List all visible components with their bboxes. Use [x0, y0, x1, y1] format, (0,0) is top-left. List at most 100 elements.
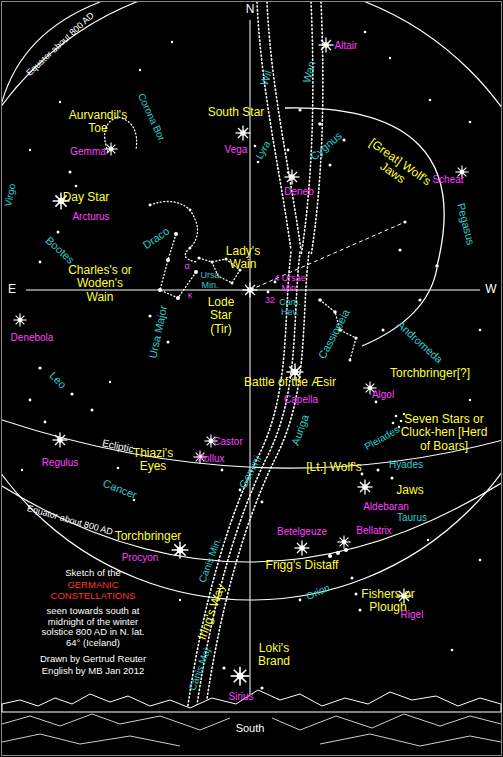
- germanic-name: Iring's Way: [196, 582, 229, 642]
- star-name: Vega: [225, 144, 248, 155]
- chart-label: Ecliptic: [101, 437, 134, 455]
- star-name: Regulus: [42, 457, 79, 468]
- constellation-figures: [105, 117, 356, 360]
- chart-label: N: [246, 3, 255, 16]
- star-name: Gemma: [70, 146, 106, 157]
- star: [29, 149, 31, 151]
- great-wain-figure: [160, 234, 196, 298]
- ridge-line: [2, 714, 230, 730]
- star: [355, 593, 358, 596]
- star: [139, 69, 141, 71]
- star: [261, 501, 264, 504]
- constellation-name: Cygnus: [308, 129, 344, 162]
- bright-star: [53, 433, 68, 448]
- star: [197, 256, 200, 259]
- mountain-ridges: [2, 714, 501, 746]
- star: [166, 258, 170, 262]
- star-name: Deneb: [284, 186, 313, 197]
- constellation-name: Canis Min.: [197, 536, 224, 584]
- wolf-jaws-arc: [285, 108, 444, 266]
- star: [179, 599, 181, 601]
- star: [336, 551, 340, 555]
- germanic-name: Aurvandil's Toe: [63, 109, 133, 136]
- germanic-name: [Lt.] Wolf's: [306, 461, 361, 474]
- star: [391, 477, 394, 480]
- constellation-name: Auriga: [289, 413, 311, 447]
- germanic-name: Lady's Wain: [221, 245, 266, 272]
- milky-way: [187, 2, 323, 712]
- star: [427, 539, 429, 541]
- bright-star: [358, 480, 373, 495]
- star: [344, 548, 348, 552]
- star: [70, 392, 73, 395]
- mountain-silhouette: [2, 690, 501, 712]
- star: [287, 149, 290, 152]
- germanic-name: Day Star: [63, 191, 110, 204]
- star: [267, 291, 270, 294]
- star: [260, 686, 263, 689]
- germanic-name: Battle of the Æsir: [244, 376, 336, 389]
- constellation-name: Leo: [47, 369, 69, 391]
- star: [328, 554, 332, 558]
- germanic-name: South Star: [208, 106, 265, 119]
- bright-stars: [13, 38, 468, 686]
- star: [59, 101, 61, 103]
- germanic-name: Torchbringer: [115, 530, 182, 543]
- germanic-name: Lode Star (Tir): [203, 296, 239, 336]
- equator-arc: [2, 482, 501, 562]
- star-name: κ: [188, 290, 193, 300]
- star: [109, 381, 111, 383]
- chart-label: South: [236, 722, 265, 734]
- star: [329, 164, 332, 167]
- star: [117, 467, 120, 470]
- ridge-line: [272, 714, 501, 730]
- chart-label: Equator about 800 AD: [26, 503, 114, 537]
- star: [429, 99, 432, 102]
- bright-star: [337, 535, 350, 548]
- germanic-name: Frigg's Distaff: [266, 559, 339, 572]
- milky-way-edge: [267, 2, 301, 250]
- star: [318, 122, 322, 126]
- star: [176, 296, 180, 300]
- star: [403, 220, 406, 223]
- milky-way-edge: [196, 252, 300, 712]
- star: [377, 469, 380, 472]
- milky-way-edge: [301, 2, 313, 256]
- constellation-name: Draco: [140, 225, 171, 252]
- ridge-line: [2, 734, 180, 746]
- germanic-name: Loki's Brand: [252, 642, 297, 669]
- star-name: α: [184, 261, 189, 271]
- bright-star: [231, 667, 250, 686]
- constellation-name: Hyades: [389, 459, 423, 470]
- constellation-name: Cassiopeia: [316, 307, 352, 361]
- germanic-name: Jaws: [396, 484, 423, 497]
- chart-label: W: [485, 283, 496, 296]
- star: [171, 41, 173, 43]
- star: [479, 329, 482, 332]
- star: [349, 359, 352, 362]
- bright-star: [243, 283, 258, 298]
- star: [451, 649, 454, 652]
- constellation-name: Orion: [305, 582, 332, 602]
- star: [174, 232, 178, 236]
- star: [39, 261, 42, 264]
- star-name: Altair: [335, 40, 358, 51]
- star-name: Castor: [213, 436, 242, 447]
- star: [29, 399, 32, 402]
- bright-star: [295, 541, 310, 556]
- star-name: Denebola: [11, 332, 54, 343]
- star-name: Arcturus: [72, 211, 109, 222]
- star-name: Betelgeuze: [277, 526, 327, 537]
- star: [469, 121, 472, 124]
- star-name: Aldebaran: [363, 501, 409, 512]
- constellation-name: Pegasus: [455, 202, 477, 247]
- star-name: Rigel: [401, 609, 424, 620]
- germanic-name: Charles's or Woden's Wain: [63, 264, 137, 304]
- star-name: Scheat: [432, 174, 463, 185]
- meridian-line: [250, 20, 251, 712]
- star: [221, 469, 224, 472]
- star: [225, 258, 228, 261]
- star: [91, 409, 94, 412]
